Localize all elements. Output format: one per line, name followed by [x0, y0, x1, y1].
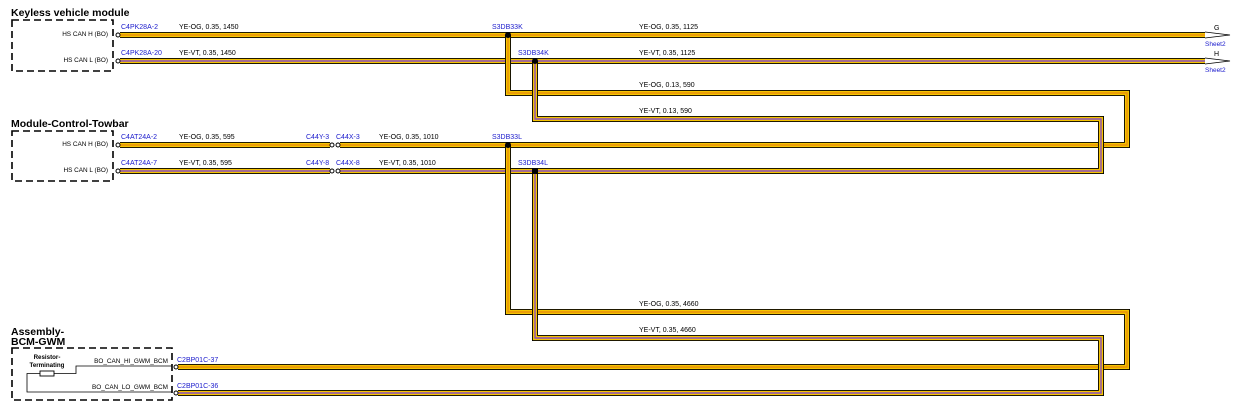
wire-vt-s3db34k-loop[interactable]: [532, 61, 1104, 174]
resistor-lead-hi: [54, 365, 172, 374]
wire-og-s3db33l-to-bcm[interactable]: [178, 145, 1130, 370]
splice-points: [505, 32, 538, 174]
wire-label-10: YE-VT, 0.35, 1010: [379, 160, 436, 167]
bcm-pin-can-lo: BO_CAN_LO_GWM_BCM: [92, 384, 168, 391]
connector-c2bp01c-36[interactable]: C2BP01C-36: [177, 383, 218, 390]
towbar-module-title: Module-Control-Towbar: [11, 118, 129, 130]
towbar-module[interactable]: Module-Control-Towbar HS CAN H (BO) HS C…: [11, 118, 129, 182]
keyless-pin-can-l: HS CAN L (BO): [63, 57, 108, 64]
resistor-label-line1: Resistor-: [34, 354, 61, 361]
connector-c44x-8[interactable]: C44X-8: [336, 160, 360, 167]
wire-vt-s3db34l-to-bcm[interactable]: [178, 171, 1104, 396]
bcm-module-title-line2: BCM-GWM: [11, 336, 65, 348]
splice-labels: S3DB33K S3DB34K S3DB33L S3DB34L: [492, 24, 549, 167]
splice-s3db33l-dot-icon[interactable]: [505, 142, 511, 148]
wire-label-6: YE-VT, 0.13, 590: [639, 108, 692, 115]
bcm-module-box: [11, 347, 173, 401]
splice-s3db34k-label[interactable]: S3DB34K: [518, 50, 549, 57]
pin-c4pk28a-20-icon[interactable]: [115, 58, 121, 64]
bcm-gwm-module[interactable]: Assembly- BCM-GWM BO_CAN_HI_GWM_BCM BO_C…: [11, 326, 173, 401]
towbar-pin-can-h: HS CAN H (BO): [62, 141, 108, 148]
splice-s3db33l-label[interactable]: S3DB33L: [492, 134, 522, 141]
resistor-lead-lo: [26, 373, 172, 393]
wire-label-11: YE-OG, 0.35, 4660: [639, 301, 699, 308]
keyless-pin-can-h: HS CAN H (BO): [62, 31, 108, 38]
pin-c44y-8-icon[interactable]: [329, 168, 335, 174]
pin-c4pk28a-2-icon[interactable]: [115, 32, 121, 38]
pin-c2bp01c-37-icon[interactable]: [173, 364, 179, 370]
offpage-g-arrow-icon: [1204, 31, 1231, 39]
splice-s3db33k-label[interactable]: S3DB33K: [492, 24, 523, 31]
pin-c4at24a-2-icon[interactable]: [115, 142, 121, 148]
wire-og-s3db33k-loop[interactable]: [505, 35, 1130, 148]
pin-c2bp01c-36-icon[interactable]: [173, 390, 179, 396]
wires: [120, 32, 1205, 396]
wire-label-5: YE-OG, 0.13, 590: [639, 82, 695, 89]
splice-s3db34l-label[interactable]: S3DB34L: [518, 160, 548, 167]
bcm-pin-can-hi: BO_CAN_HI_GWM_BCM: [94, 358, 168, 365]
connector-c44x-3[interactable]: C44X-3: [336, 134, 360, 141]
connector-c44y-8[interactable]: C44Y-8: [306, 160, 329, 167]
offpage-h-sheet[interactable]: Sheet2: [1205, 67, 1226, 74]
offpage-h-arrow-icon: [1204, 57, 1231, 65]
offpage-h-letter: H: [1214, 51, 1219, 58]
wire-label-2: YE-OG, 0.35, 1125: [639, 24, 698, 31]
offpage-connector-h[interactable]: H Sheet2: [1204, 51, 1231, 74]
pin-c44y-3-icon[interactable]: [329, 142, 335, 148]
resistor-symbol-icon: [39, 370, 55, 377]
towbar-module-box: [11, 130, 114, 182]
connector-labels: C4PK28A-2 C4PK28A-20 C4AT24A-2 C4AT24A-7…: [121, 24, 360, 390]
connector-c4pk28a-2[interactable]: C4PK28A-2: [121, 24, 158, 31]
connector-c4at24a-2[interactable]: C4AT24A-2: [121, 134, 157, 141]
splice-s3db34l-dot-icon[interactable]: [532, 168, 538, 174]
wire-label-9: YE-VT, 0.35, 595: [179, 160, 232, 167]
connector-c2bp01c-37[interactable]: C2BP01C-37: [177, 357, 218, 364]
offpage-g-letter: G: [1214, 25, 1219, 32]
wire-label-8: YE-OG, 0.35, 1010: [379, 134, 439, 141]
connector-c4at24a-7[interactable]: C4AT24A-7: [121, 160, 157, 167]
splice-s3db33k-dot-icon[interactable]: [505, 32, 511, 38]
wire-label-4: YE-VT, 0.35, 1125: [639, 50, 695, 57]
splice-s3db34k-dot-icon[interactable]: [532, 58, 538, 64]
wire-label-12: YE-VT, 0.35, 4660: [639, 327, 696, 334]
offpage-connector-g[interactable]: G Sheet2: [1204, 25, 1231, 48]
towbar-pin-can-l: HS CAN L (BO): [63, 167, 108, 174]
terminating-resistor: Resistor- Terminating: [26, 354, 172, 393]
wire-labels: YE-OG, 0.35, 1450 YE-OG, 0.35, 1125 YE-V…: [179, 24, 699, 334]
connector-c44y-3[interactable]: C44Y-3: [306, 134, 329, 141]
pin-c44x-8-icon[interactable]: [335, 168, 341, 174]
wire-label-7: YE-OG, 0.35, 595: [179, 134, 235, 141]
connector-c4pk28a-20[interactable]: C4PK28A-20: [121, 50, 162, 57]
bcm-module-title-line1: Assembly-: [11, 326, 65, 338]
pin-c4at24a-7-icon[interactable]: [115, 168, 121, 174]
resistor-label-line2: Terminating: [30, 362, 65, 369]
pin-c44x-3-icon[interactable]: [335, 142, 341, 148]
wire-label-1: YE-OG, 0.35, 1450: [179, 24, 239, 31]
wire-label-3: YE-VT, 0.35, 1450: [179, 50, 236, 57]
keyless-vehicle-module[interactable]: Keyless vehicle module HS CAN H (BO) HS …: [11, 7, 130, 72]
offpage-g-sheet[interactable]: Sheet2: [1205, 41, 1226, 48]
keyless-module-box: [11, 19, 114, 72]
connector-pins: [115, 32, 341, 396]
keyless-module-title: Keyless vehicle module: [11, 7, 130, 19]
